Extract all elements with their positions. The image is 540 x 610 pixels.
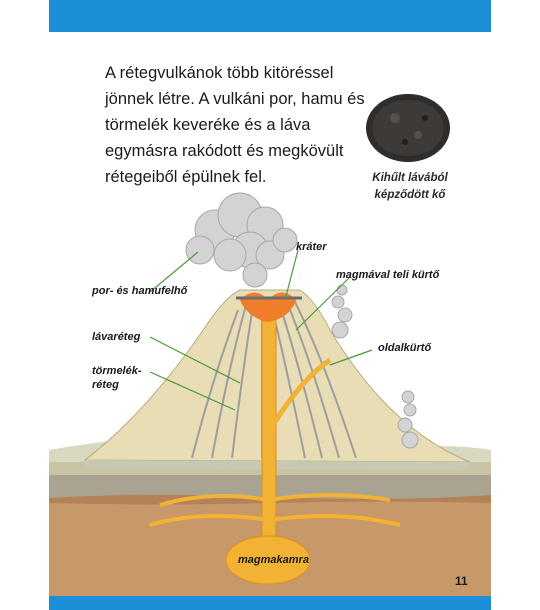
- page-number: 11: [455, 574, 468, 588]
- volcano-base-shadow: [85, 460, 470, 470]
- label-conduit: magmával teli kürtő: [336, 269, 440, 281]
- label-ash-cloud: por- és hamufelhő: [92, 285, 188, 297]
- label-lava-layer: lávaréteg: [92, 331, 141, 343]
- leader-lines: [149, 249, 373, 411]
- side-vent-branch: [267, 357, 332, 432]
- intro-paragraph: A rétegvulkánok több kitöréssel jönnek l…: [105, 64, 365, 186]
- side-plume: [331, 284, 353, 339]
- crater-lava: [240, 292, 296, 322]
- volcano-cone: [83, 289, 471, 463]
- label-side-vent: oldalkürtő: [378, 342, 432, 354]
- bottom-accent-strip: [49, 596, 491, 610]
- label-debris-layer: törmelék-réteg: [92, 365, 142, 391]
- magma-veins: [149, 493, 401, 527]
- label-crater: kráter: [296, 241, 327, 253]
- ash-cloud-shape: [185, 192, 298, 288]
- magma-chamber-shape: [225, 535, 311, 585]
- label-magma-chamber: magmakamra: [238, 554, 309, 566]
- rock-caption-line-2: képződött kő: [374, 189, 446, 201]
- top-accent-strip: [49, 0, 491, 32]
- rock-caption-line-1: Kihűlt lávából: [372, 172, 448, 184]
- far-plume: [397, 390, 419, 449]
- rock-caption: Kihűlt lávából képződött kő: [345, 170, 475, 204]
- volcanic-rock-picture: [366, 94, 450, 162]
